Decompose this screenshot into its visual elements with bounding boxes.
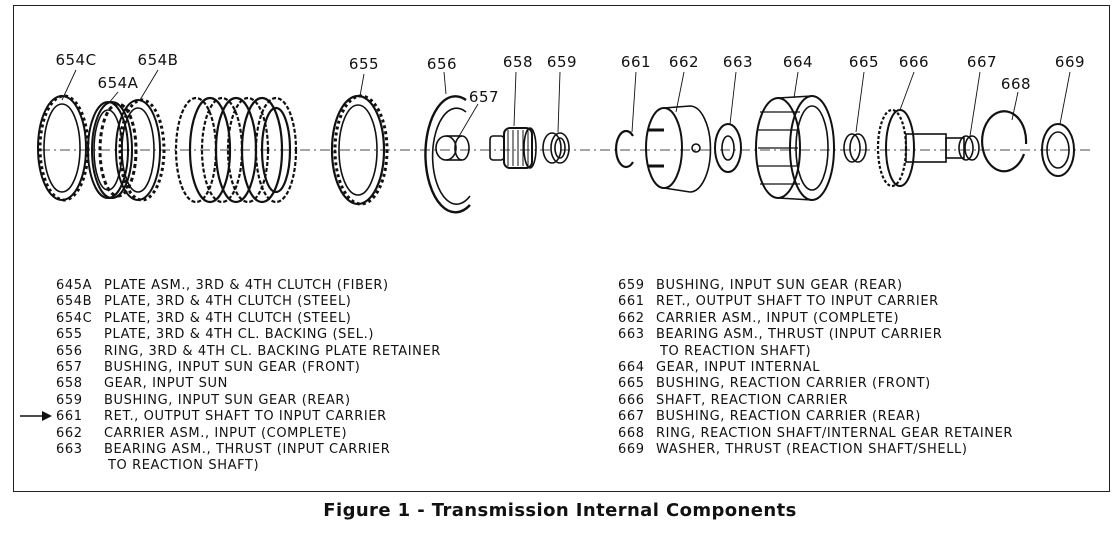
part-663-bearing	[714, 123, 742, 173]
part-654b-plate	[115, 98, 166, 202]
callout-662: 662	[668, 53, 700, 71]
part-662-carrier	[645, 105, 712, 193]
callout-654b: 654B	[137, 51, 179, 69]
part-666-shaft	[876, 108, 965, 188]
legend-row-continuation: TO REACTION SHAFT)	[660, 343, 812, 359]
part-669-washer	[1041, 123, 1075, 177]
callout-665: 665	[848, 53, 880, 71]
callout-658: 658	[502, 53, 534, 71]
part-658-sun-gear	[489, 127, 537, 169]
callout-661: 661	[620, 53, 652, 71]
callout-664: 664	[782, 53, 814, 71]
callout-668: 668	[1000, 75, 1032, 93]
exploded-parts-drawing	[37, 69, 1090, 214]
part-664-internal-gear	[755, 95, 835, 201]
callout-663: 663	[722, 53, 754, 71]
pointer-arrow-icon	[20, 411, 52, 421]
figure-frame	[13, 5, 1110, 492]
figure-caption: Figure 1 - Transmission Internal Compone…	[323, 500, 797, 521]
legend-row-continuation: TO REACTION SHAFT)	[108, 458, 260, 474]
part-656-ring	[424, 95, 471, 214]
part-654c-plate	[37, 94, 90, 202]
part-654a-plate	[87, 101, 138, 199]
callout-654c: 654C	[55, 51, 97, 69]
callout-654a: 654A	[97, 74, 139, 92]
callout-659: 659	[546, 53, 578, 71]
part-clutch-pack	[174, 96, 298, 204]
callout-657: 657	[468, 88, 500, 106]
part-659-bushing	[542, 132, 570, 164]
callout-669: 669	[1054, 53, 1086, 71]
part-655-backing-plate	[330, 94, 389, 206]
part-665-bushing	[843, 133, 867, 163]
callout-656: 656	[426, 55, 458, 73]
part-668-ring	[981, 110, 1028, 173]
callout-667: 667	[966, 53, 998, 71]
part-661-retainer	[614, 129, 634, 169]
part-667-bushing	[958, 135, 980, 161]
leader-lines	[61, 69, 1071, 139]
part-657-bushing	[435, 135, 470, 161]
callout-666: 666	[898, 53, 930, 71]
callout-655: 655	[348, 55, 380, 73]
